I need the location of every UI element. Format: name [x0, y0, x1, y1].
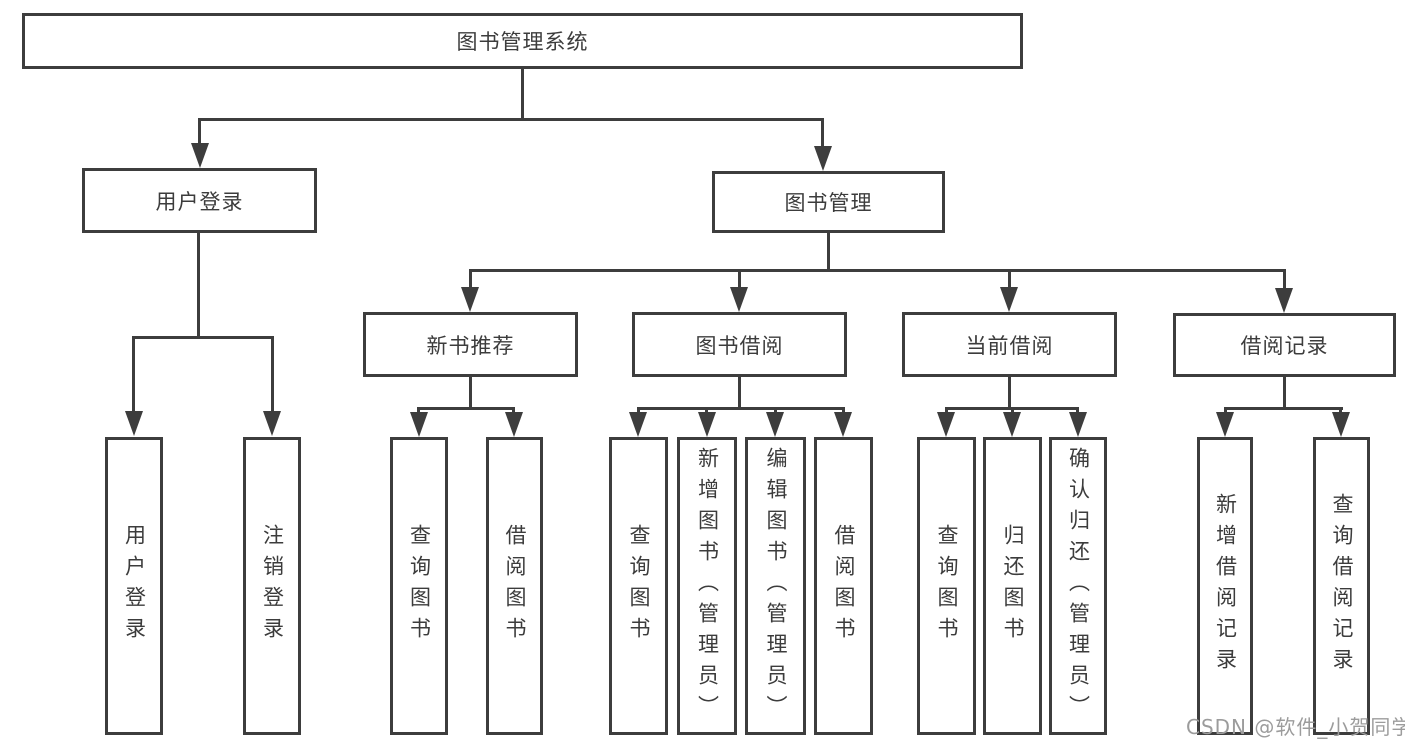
leaf-confirm-return-admin-label: 确认归还（管理员）	[1066, 446, 1091, 726]
leaf-user-login-label: 用户登录	[122, 524, 147, 648]
arrowhead-down-icon	[730, 287, 748, 312]
arrowhead-down-icon	[263, 411, 281, 436]
connector-group-stem	[738, 269, 741, 289]
arrowhead-down-icon	[937, 412, 955, 437]
arrowhead-down-icon	[698, 412, 716, 437]
connector-level3-rail	[469, 269, 1286, 272]
node-user-login-branch: 用户登录	[82, 168, 317, 233]
leaf-confirm-return-admin: 确认归还（管理员）	[1049, 437, 1107, 735]
connector-leaf-stem	[842, 407, 845, 415]
connector-leaf-stem	[271, 336, 274, 413]
leaf-query-books-borrowing-label: 查询图书	[627, 524, 651, 648]
leaf-query-borrow-record: 查询借阅记录	[1313, 437, 1370, 735]
node-book-borrowing: 图书借阅	[632, 312, 847, 377]
leaf-query-books-borrowing: 查询图书	[609, 437, 668, 735]
connector-user-stem	[198, 118, 201, 148]
arrowhead-down-icon	[1216, 412, 1234, 437]
leaf-borrow-books-recommend-label: 借阅图书	[503, 524, 527, 648]
arrowhead-down-icon	[814, 146, 832, 171]
node-root-label: 图书管理系统	[456, 30, 589, 54]
arrowhead-down-icon	[125, 411, 143, 436]
leaf-query-books-recommend: 查询图书	[390, 437, 448, 735]
arrowhead-down-icon	[191, 143, 209, 168]
connector-group4-down	[1283, 377, 1286, 407]
connector-leaf-stem	[512, 407, 515, 415]
connector-leaf-stem	[1339, 407, 1342, 415]
connector-user-rail	[132, 336, 274, 339]
leaf-add-borrow-record: 新增借阅记录	[1197, 437, 1253, 735]
arrowhead-down-icon	[629, 412, 647, 437]
connector-leaf-stem	[945, 407, 948, 415]
node-book-borrowing-label: 图书借阅	[695, 333, 784, 358]
connector-user-down	[197, 233, 200, 336]
csdn-watermark: CSDN @软件_小贺同学	[1186, 715, 1405, 739]
connector-leaf-stem	[637, 407, 640, 415]
leaf-edit-book-admin-label: 编辑图书（管理员）	[764, 446, 788, 726]
leaf-query-books-current: 查询图书	[917, 437, 976, 735]
connector-root-stem	[521, 69, 524, 118]
node-current-borrowing: 当前借阅	[902, 312, 1117, 377]
connector-leaf-stem	[1224, 407, 1227, 415]
node-user-login-label: 用户登录	[155, 189, 244, 214]
connector-leaf-stem	[774, 407, 777, 415]
leaf-add-borrow-record-label: 新增借阅记录	[1213, 493, 1238, 679]
connector-group-stem	[1283, 269, 1286, 289]
leaf-borrow-books-borrowing-label: 借阅图书	[832, 524, 856, 648]
connector-group1-rail	[417, 407, 515, 410]
node-book-management-branch: 图书管理	[712, 171, 945, 233]
connector-group2-rail	[637, 407, 845, 410]
leaf-query-borrow-record-label: 查询借阅记录	[1330, 493, 1354, 679]
arrowhead-down-icon	[461, 287, 479, 312]
connector-leaf-stem	[1011, 407, 1014, 415]
connector-group3-down	[1008, 377, 1011, 407]
arrowhead-down-icon	[410, 412, 428, 437]
connector-leaf-stem	[1076, 407, 1079, 415]
connector-group2-down	[738, 377, 741, 407]
leaf-add-book-admin: 新增图书（管理员）	[677, 437, 737, 735]
leaf-query-books-recommend-label: 查询图书	[407, 524, 432, 648]
leaf-borrow-books-recommend: 借阅图书	[486, 437, 543, 735]
arrowhead-down-icon	[1069, 412, 1087, 437]
node-new-book-recommend: 新书推荐	[363, 312, 578, 377]
arrowhead-down-icon	[505, 412, 523, 437]
leaf-return-book: 归还图书	[983, 437, 1042, 735]
arrowhead-down-icon	[1275, 288, 1293, 313]
connector-leaf-stem	[705, 407, 708, 415]
connector-leaf-stem	[417, 407, 420, 415]
connector-mgmt-stem	[821, 118, 824, 148]
leaf-borrow-books-borrowing: 借阅图书	[814, 437, 873, 735]
leaf-logout-label: 注销登录	[260, 524, 285, 648]
leaf-logout: 注销登录	[243, 437, 301, 735]
arrowhead-down-icon	[1000, 287, 1018, 312]
connector-group-stem	[1008, 269, 1011, 289]
leaf-add-book-admin-label: 新增图书（管理员）	[695, 446, 720, 726]
connector-group-stem	[469, 269, 472, 289]
connector-leaf-stem	[132, 336, 135, 413]
arrowhead-down-icon	[834, 412, 852, 437]
node-book-management-label: 图书管理	[784, 191, 873, 215]
node-current-borrowing-label: 当前借阅	[965, 333, 1054, 358]
connector-group1-down	[469, 377, 472, 407]
connector-mgmt-down	[827, 233, 830, 272]
node-borrowing-records-label: 借阅记录	[1240, 334, 1329, 358]
leaf-user-login: 用户登录	[105, 437, 163, 735]
arrowhead-down-icon	[766, 412, 784, 437]
node-root: 图书管理系统	[22, 13, 1023, 69]
leaf-query-books-current-label: 查询图书	[935, 524, 959, 648]
connector-level2-rail	[198, 118, 824, 121]
arrowhead-down-icon	[1332, 412, 1350, 437]
node-borrowing-records: 借阅记录	[1173, 313, 1396, 377]
node-new-book-recommend-label: 新书推荐	[426, 333, 515, 358]
leaf-return-book-label: 归还图书	[1001, 524, 1025, 648]
leaf-edit-book-admin: 编辑图书（管理员）	[745, 437, 806, 735]
connector-group4-rail	[1224, 407, 1343, 410]
arrowhead-down-icon	[1003, 412, 1021, 437]
